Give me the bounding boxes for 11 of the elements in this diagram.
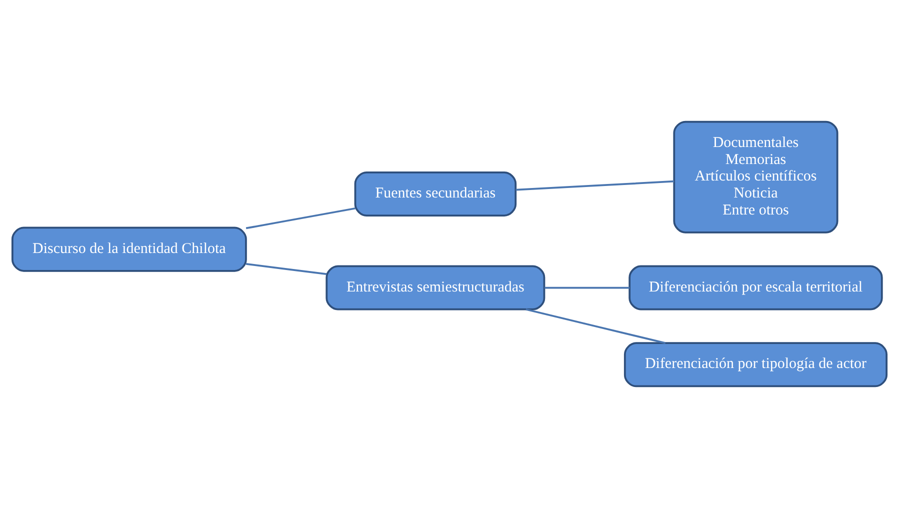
connector xyxy=(526,308,666,344)
node-box: Diferenciación por tipología de actor xyxy=(624,342,888,388)
node-box: Documentales Memorias Artículos científicos Noticia Entre otros xyxy=(673,120,838,234)
node-box: Diferenciación por escala territorial xyxy=(628,265,883,310)
connector xyxy=(246,263,327,276)
connector xyxy=(246,207,356,230)
node-box: Fuentes secundarias xyxy=(354,171,517,216)
node-box: Discurso de la identidad Chilota xyxy=(11,226,247,272)
node-box: Entrevistas semiestructuradas xyxy=(326,265,546,310)
connector xyxy=(544,286,630,289)
connector xyxy=(516,180,674,191)
